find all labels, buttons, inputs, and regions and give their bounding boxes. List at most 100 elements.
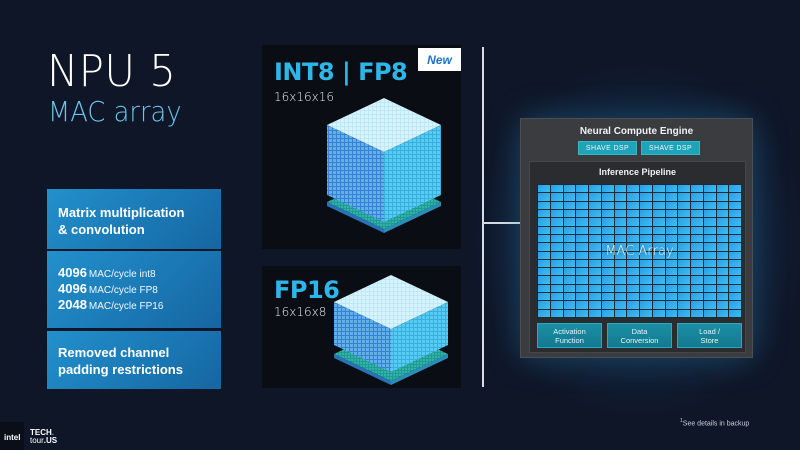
mac-cell [614, 259, 627, 268]
mac-cell [576, 218, 588, 226]
mac-cell [576, 293, 588, 301]
mac-cell [550, 309, 563, 317]
mac-cell [678, 243, 690, 251]
mac-cell [576, 276, 588, 284]
mac-cell [640, 251, 652, 259]
mac-cell [691, 201, 703, 209]
mac-cell [640, 284, 652, 293]
mac-cell [678, 284, 690, 293]
mac-array-label: MAC Array [605, 243, 674, 259]
mac-cell [716, 234, 729, 243]
mac-cell [703, 301, 716, 309]
mac-cell [627, 276, 639, 284]
mac-cell [640, 226, 652, 234]
mac-cell [538, 185, 550, 193]
spec-value: 2048 [58, 297, 87, 312]
panel-dimensions: 16x16x16 [274, 90, 335, 104]
mac-cell [589, 234, 601, 243]
mac-cell [729, 293, 741, 301]
mac-cell [614, 218, 627, 226]
mac-cell [550, 243, 563, 251]
mac-cell [640, 193, 652, 201]
mac-cell [678, 251, 690, 259]
mac-cell [716, 276, 729, 284]
mac-cell [627, 301, 639, 309]
mac-cell [729, 301, 741, 309]
mac-cell [601, 243, 614, 251]
mac-cell [691, 209, 703, 218]
mac-cell [589, 268, 601, 276]
mac-cell [627, 259, 639, 268]
mac-cell [601, 201, 614, 209]
mac-cell [665, 293, 678, 301]
mac-cell [652, 276, 665, 284]
mac-cell [716, 268, 729, 276]
mac-cell [729, 209, 741, 218]
mac-cell [729, 284, 741, 293]
mac-cell [716, 201, 729, 209]
mac-cell [652, 209, 665, 218]
mac-cell [576, 259, 588, 268]
mac-cell [627, 226, 639, 234]
mac-cell [563, 259, 576, 268]
feature-text-line1: Removed channel [58, 345, 170, 360]
mac-cell [601, 251, 614, 259]
shave-dsp-row: SHAVE DSP SHAVE DSP [578, 141, 700, 155]
mac-cell [640, 243, 652, 251]
mac-cell [538, 259, 550, 268]
mac-cell [589, 226, 601, 234]
mac-cell [665, 309, 678, 317]
mac-cell [614, 243, 627, 251]
mac-cell [589, 201, 601, 209]
mac-cell [665, 301, 678, 309]
mac-cell [550, 276, 563, 284]
mac-cell [716, 251, 729, 259]
mac-cell [589, 301, 601, 309]
mac-cell [729, 201, 741, 209]
feature-channel-padding: Removed channel padding restrictions [47, 331, 221, 389]
mac-cell [652, 193, 665, 201]
mac-cell [538, 251, 550, 259]
mac-cell [716, 259, 729, 268]
func-line1: Data [631, 326, 648, 336]
func-line2: Function [555, 335, 584, 345]
mac-cell [640, 201, 652, 209]
mac-cell [665, 234, 678, 243]
mac-cell [576, 234, 588, 243]
mac-cell [550, 234, 563, 243]
mac-cell [538, 243, 550, 251]
event-line2b: .US [43, 436, 58, 445]
mac-cell [665, 276, 678, 284]
mac-cell [665, 251, 678, 259]
mac-cell [729, 193, 741, 201]
mac-cell [665, 185, 678, 193]
mac-cell [601, 293, 614, 301]
mac-cell [538, 226, 550, 234]
mac-cell [538, 209, 550, 218]
mac-cell [691, 301, 703, 309]
mac-cell [576, 301, 588, 309]
mac-cell [703, 193, 716, 201]
mac-cell [691, 185, 703, 193]
mac-cell [601, 226, 614, 234]
mac-cell [691, 284, 703, 293]
mac-cell [729, 251, 741, 259]
mac-cell [703, 201, 716, 209]
load-store-block: Load /Store [677, 323, 742, 348]
mac-cell [640, 234, 652, 243]
mac-cell [729, 268, 741, 276]
mac-cell [703, 251, 716, 259]
mac-cell [538, 309, 550, 317]
mac-cell [614, 284, 627, 293]
mac-cell [589, 259, 601, 268]
func-line2: Store [700, 335, 719, 345]
mac-array-grid [537, 184, 742, 318]
mac-cell [614, 293, 627, 301]
brand-backdrop [0, 422, 24, 450]
mac-cell [678, 268, 690, 276]
